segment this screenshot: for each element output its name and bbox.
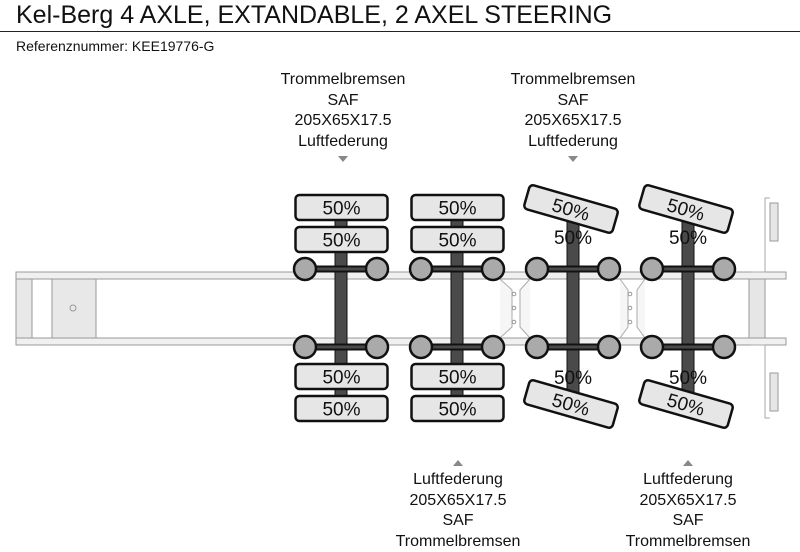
label-line: Trommelbremsen [510, 71, 636, 88]
wheel: 50% [410, 225, 505, 254]
wheel: 50% [410, 394, 505, 423]
wheel-load-label: 50% [438, 199, 476, 220]
wheel-load-label: 50% [322, 231, 360, 252]
wheel-load-label: 50% [322, 400, 360, 421]
axle-label-top-2: Trommelbremsen SAF 205X65X17.5 Luftfeder… [473, 70, 673, 166]
wheel: 50% [294, 362, 389, 391]
wheel-load-label: 50% [669, 228, 707, 249]
label-line: 205X65X17.5 [639, 491, 737, 509]
arrow-down-icon [568, 156, 578, 162]
tire [523, 379, 619, 429]
title-divider [0, 31, 800, 32]
label-line: Luftfederung [413, 471, 503, 488]
tire [410, 394, 505, 423]
tire [410, 193, 505, 222]
axle-label-bottom-2: Luftfederung 205X65X17.5 SAF Trommelbrem… [588, 456, 788, 552]
hub-icon [711, 334, 737, 360]
hub-icon [639, 334, 665, 360]
axle-1: 50% 50% 50% 50% [292, 193, 390, 423]
axle-3: 50%50%50%50% [523, 184, 622, 429]
wheel-load-label: 50% [322, 368, 360, 389]
axle-label-bottom-1: Luftfederung 205X65X17.5 SAF Trommelbrem… [358, 456, 558, 552]
hub-icon [364, 256, 390, 282]
tire [410, 362, 505, 391]
label-line: SAF [442, 512, 474, 529]
wheel: 50% [294, 225, 389, 254]
wheel-load-label: 50% [438, 400, 476, 421]
hub-icon [480, 256, 506, 282]
tire [410, 225, 505, 254]
wheel: 50% [410, 193, 505, 222]
hub-icon [480, 334, 506, 360]
hub-icon [524, 256, 550, 282]
label-line: Luftfederung [643, 471, 733, 488]
tire [638, 379, 734, 429]
label-line: SAF [672, 512, 704, 529]
label-line: Luftfederung [298, 132, 388, 150]
hub-icon [292, 256, 318, 282]
tire [638, 184, 734, 234]
label-line: 205X65X17.5 [294, 112, 392, 129]
hub-icon [524, 334, 550, 360]
hub-icon [596, 256, 622, 282]
arrow-up-icon [453, 460, 463, 466]
hub-icon [364, 334, 390, 360]
wheel: 50% [410, 362, 505, 391]
label-line: Trommelbremsen [395, 532, 521, 550]
reference-number: Referenznummer: KEE19776-G [16, 38, 215, 54]
arrow-down-icon [338, 156, 348, 162]
wheel: 50% [294, 394, 389, 423]
label-line: Luftfederung [528, 132, 618, 150]
tire [294, 394, 389, 423]
wheel: 50% [294, 193, 389, 222]
wheel-load-label: 50% [554, 368, 592, 389]
label-line: Trommelbremsen [625, 532, 751, 550]
hub-icon [292, 334, 318, 360]
label-line: Trommelbremsen [280, 71, 406, 88]
wheel-load-label: 50% [322, 199, 360, 220]
axle-2: 50% 50% 50% 50% [408, 193, 506, 423]
wheel-load-label: 50% [669, 368, 707, 389]
tire [294, 193, 389, 222]
wheel-load-label: 50% [554, 228, 592, 249]
hub-icon [639, 256, 665, 282]
label-line: 205X65X17.5 [409, 491, 507, 509]
arrow-up-icon [683, 460, 693, 466]
wheel-load-label: 50% [438, 231, 476, 252]
tire [294, 225, 389, 254]
label-line: SAF [327, 91, 359, 109]
tire [294, 362, 389, 391]
axles: 50%50%50%50%50%50%50%50%50%50%50%50%50%5… [292, 184, 737, 429]
hub-icon [596, 334, 622, 360]
trailer-frame [15, 197, 787, 419]
axle-4: 50%50%50%50% [638, 184, 737, 429]
hub-icon [711, 256, 737, 282]
page-title: Kel-Berg 4 AXLE, EXTANDABLE, 2 AXEL STEE… [16, 1, 613, 29]
label-line: SAF [557, 91, 589, 109]
axle-label-top-1: Trommelbremsen SAF 205X65X17.5 Luftfeder… [243, 70, 443, 166]
wheel-load-label: 50% [438, 368, 476, 389]
label-line: 205X65X17.5 [524, 112, 622, 129]
hub-icon [408, 256, 434, 282]
hub-icon [408, 334, 434, 360]
tire [523, 184, 619, 234]
